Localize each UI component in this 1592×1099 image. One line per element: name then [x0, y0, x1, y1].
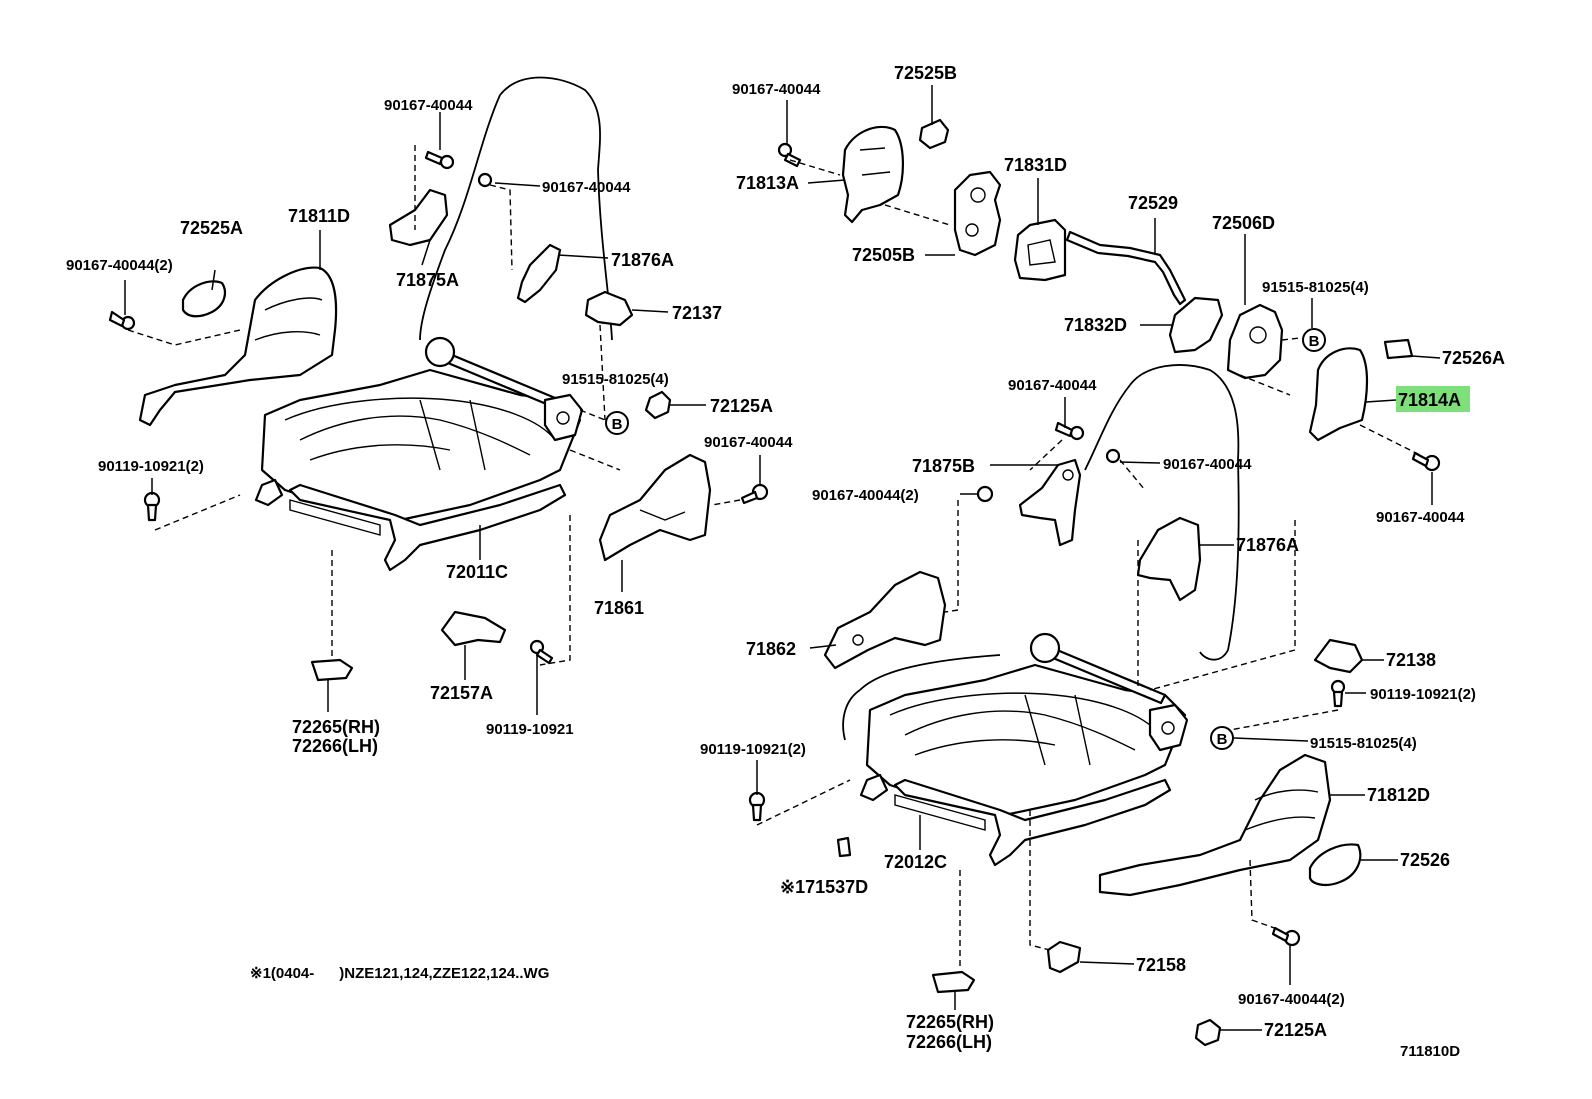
label-72011C: 72011C: [446, 562, 508, 582]
label-90167-40044: 90167-40044: [542, 179, 631, 196]
right-seat-assembly: B B: [748, 85, 1441, 1047]
label-90119-10921-2: 90119-10921(2): [1370, 686, 1476, 703]
label-72137: 72137: [672, 303, 722, 323]
label-90167-40044: 90167-40044: [704, 434, 793, 451]
label-91515-81025-4: 91515-81025(4): [1310, 735, 1417, 752]
label-90167-40044-2: 90167-40044(2): [812, 487, 919, 504]
screws-left: [108, 150, 769, 665]
label-71876A: 71876A: [1236, 535, 1299, 555]
part-72526: [1308, 843, 1362, 887]
label-90119-10921-2: 90119-10921(2): [700, 741, 806, 758]
highlight-71814A: [1396, 386, 1470, 412]
label-72525B: 72525B: [894, 63, 957, 83]
label-72525A: 72525A: [180, 218, 243, 238]
part-71875B: [1018, 458, 1082, 547]
label-90167-40044-2: 90167-40044(2): [66, 257, 173, 274]
screws-right: [748, 142, 1441, 947]
label-71861: 71861: [594, 598, 644, 618]
label-71814A: 71814A: [1398, 390, 1461, 410]
seat-rail-right: [893, 778, 1172, 867]
marker-b: B: [1309, 333, 1320, 350]
label-71875A: 71875A: [396, 270, 459, 290]
part-71862: [823, 570, 947, 670]
label-71811D: 71811D: [288, 206, 350, 226]
part-72529: [1065, 230, 1187, 306]
part-72265-left: [310, 658, 354, 682]
part-71812D: [1098, 753, 1332, 897]
part-71831D: [1013, 218, 1067, 282]
label-71812D: 71812D: [1367, 785, 1430, 805]
drawing-number: 711810D: [1400, 1043, 1460, 1060]
part-72265-right: [931, 970, 976, 994]
label-72529: 72529: [1128, 193, 1178, 213]
left-seatback-outline-2: [419, 94, 501, 341]
label-72157A: 72157A: [430, 683, 493, 703]
part-72158: [1046, 940, 1082, 974]
part-72138: [1313, 638, 1364, 674]
part-71876A-right: [1136, 516, 1202, 602]
left-seatback-outline: [499, 76, 613, 341]
marker-b: B: [1217, 731, 1228, 748]
footnote: ※1(0404- )NZE121,124,ZZE122,124..WG: [250, 965, 549, 982]
part-71875A: [388, 188, 449, 247]
label-90167-40044: 90167-40044: [1008, 377, 1097, 394]
label-90167-40044: 90167-40044: [1163, 456, 1252, 473]
label-90167-40044-2: 90167-40044(2): [1238, 991, 1345, 1008]
hinge-left: [543, 393, 584, 442]
label-91515-81025-4: 91515-81025(4): [562, 371, 669, 388]
label-71813A: 71813A: [736, 173, 799, 193]
label-72012C: 72012C: [884, 852, 947, 872]
label-72505B: 72505B: [852, 245, 915, 265]
label-72125A: 72125A: [710, 396, 773, 416]
label-72266-lh: 72266(LH): [906, 1032, 992, 1052]
part-71814A: [1308, 347, 1369, 442]
part-72125A-left: [644, 390, 672, 420]
right-seatback-outline: [1129, 364, 1240, 661]
marker-b: B: [612, 416, 623, 433]
part-72525B: [918, 118, 950, 150]
part-71861: [598, 453, 712, 562]
label-71875B: 71875B: [912, 456, 975, 476]
part-72125A-right: [1194, 1018, 1222, 1047]
label-71831D: 71831D: [1004, 155, 1067, 175]
label-72506D: 72506D: [1212, 213, 1275, 233]
label-72138: 72138: [1386, 650, 1436, 670]
label-72158: 72158: [1136, 955, 1186, 975]
label-90167-40044: 90167-40044: [384, 97, 473, 114]
label-72265-rh: 72265(RH): [292, 717, 380, 737]
part-71832D: [1168, 296, 1224, 354]
label-71832D: 71832D: [1064, 315, 1127, 335]
part-72526A: [1383, 338, 1414, 360]
label-90167-40044: 90167-40044: [732, 81, 821, 98]
part-72505B: [953, 170, 1002, 257]
part-72525A: [181, 280, 227, 318]
part-72506D: [1226, 303, 1284, 380]
part-72157A: [440, 610, 507, 647]
part-71811D: [138, 266, 338, 427]
label-90119-10921: 90119-10921: [486, 721, 574, 738]
label-71876A: 71876A: [611, 250, 674, 270]
left-seat-assembly: B: [108, 76, 769, 715]
label-72526: 72526: [1400, 850, 1450, 870]
label-91515-81025-4: 91515-81025(4): [1262, 279, 1369, 296]
part-71876A-left: [516, 243, 562, 304]
label-72526A: 72526A: [1442, 348, 1505, 368]
label-72125A: 72125A: [1264, 1020, 1327, 1040]
label-71537D: ※171537D: [780, 877, 868, 897]
part-labels: 90167-40044 90167-40044 72525A 71811D 90…: [66, 63, 1505, 1060]
label-90119-10921-2: 90119-10921(2): [98, 458, 204, 475]
label-72266-lh: 72266(LH): [292, 736, 378, 756]
label-71862: 71862: [746, 639, 796, 659]
label-72265-rh: 72265(RH): [906, 1012, 994, 1032]
label-90167-40044: 90167-40044: [1376, 509, 1465, 526]
part-72137: [584, 290, 634, 327]
part-71537D: [836, 836, 852, 858]
